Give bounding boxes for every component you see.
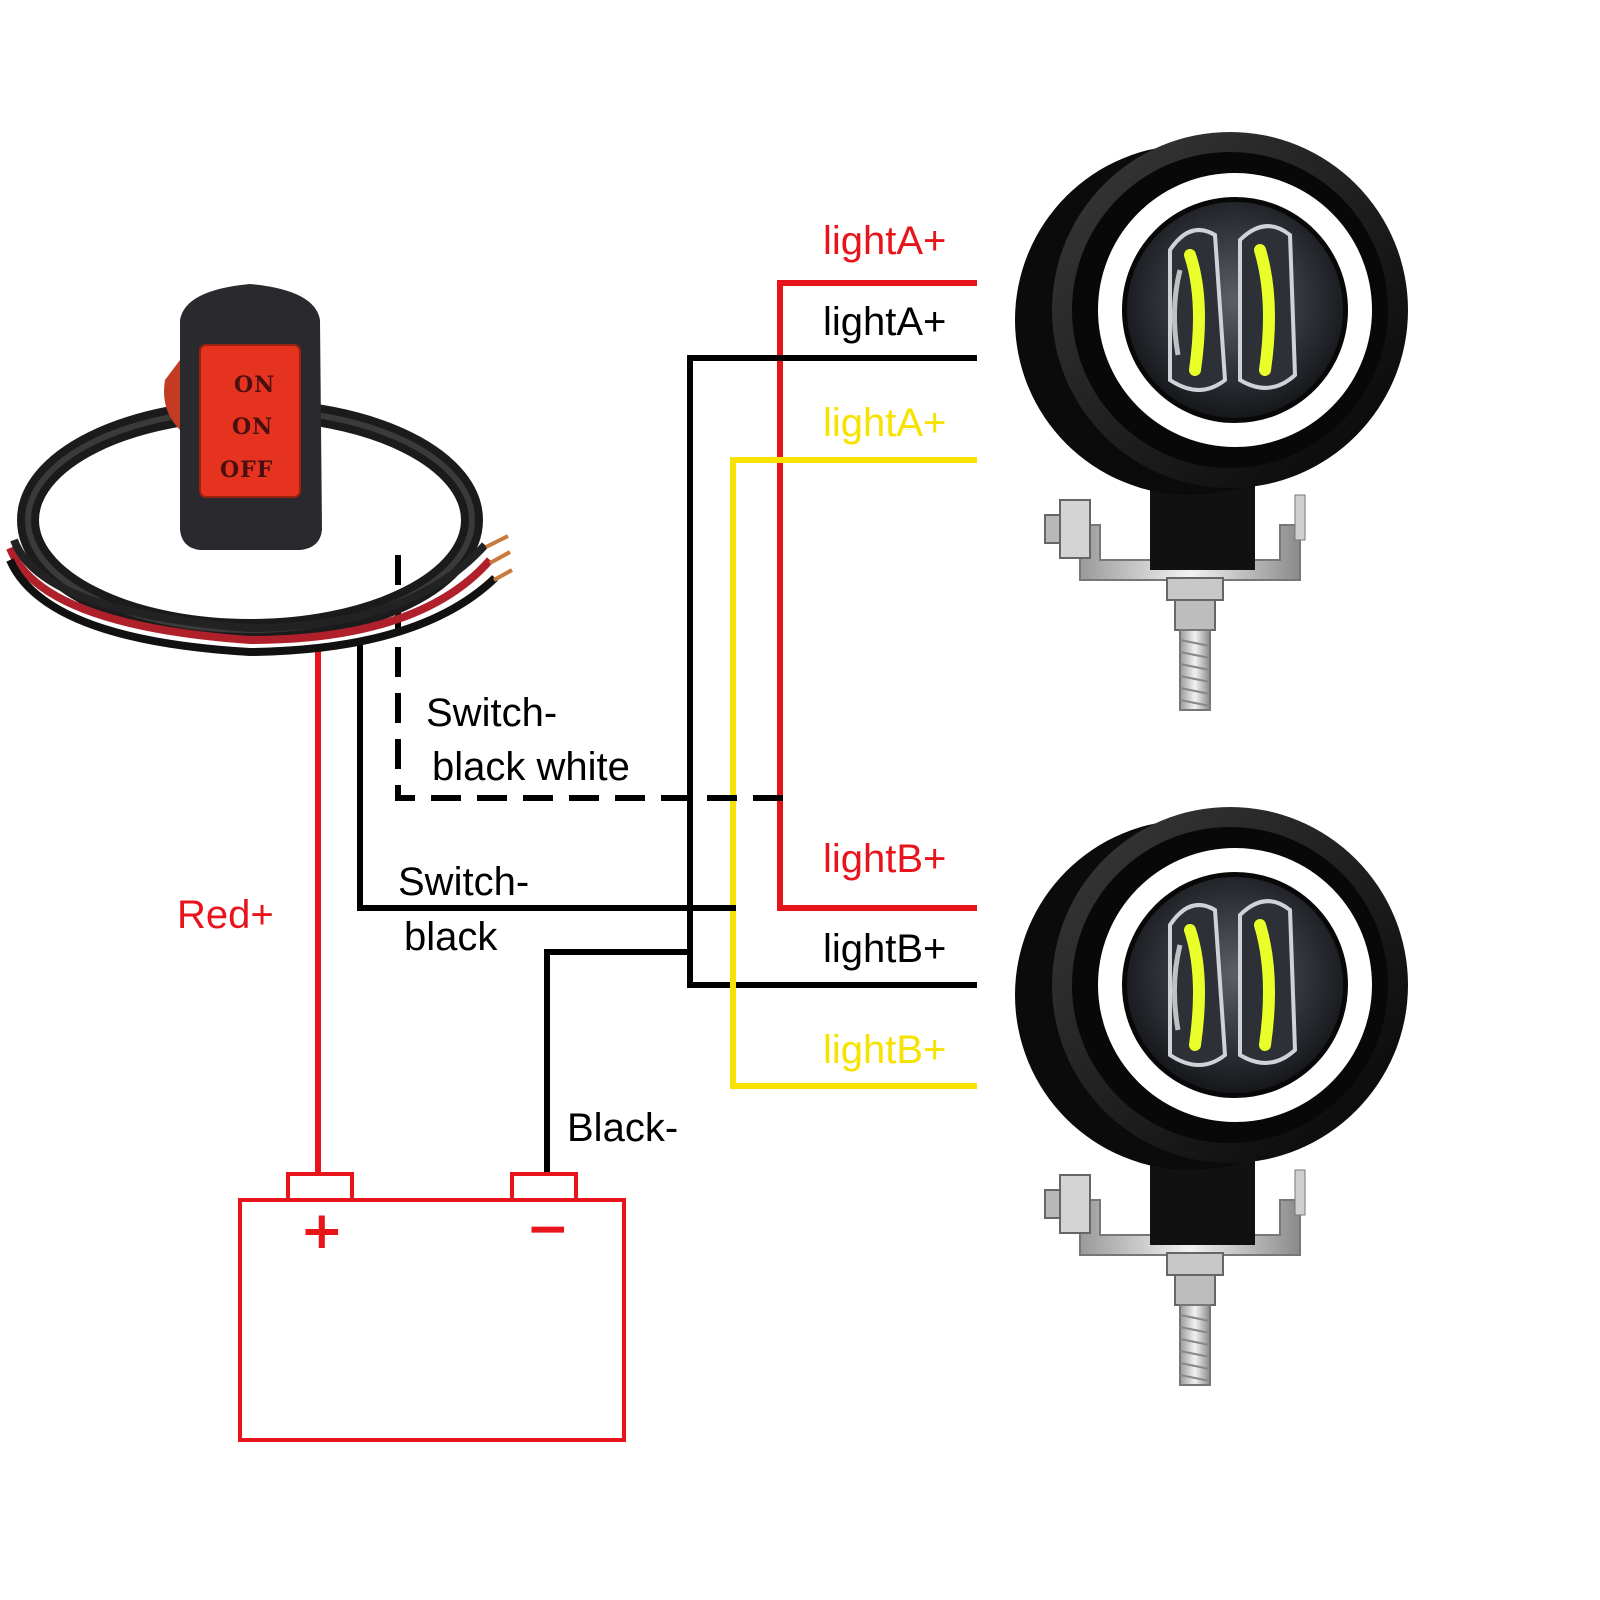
rocker-switch-icon: ON ON OFF	[6, 284, 513, 657]
battery-terminal-minus	[510, 1172, 578, 1202]
battery	[238, 1172, 626, 1442]
wire-black-lights	[687, 355, 977, 988]
battery-body	[238, 1198, 626, 1442]
led-fog-light-icon	[1015, 807, 1408, 1385]
label-switch-b-line1: Switch-	[398, 860, 529, 904]
wire-switch-black	[357, 640, 736, 911]
label-lightB-red: lightB+	[823, 837, 946, 881]
label-black-minus: Black-	[567, 1106, 678, 1150]
label-lightA-black: lightA+	[823, 300, 946, 344]
label-switch-b-line2: black	[404, 915, 498, 959]
led-fog-light-icon	[1015, 132, 1408, 710]
wire-red-lights	[777, 280, 977, 911]
label-lightB-yellow: lightB+	[823, 1028, 946, 1072]
label-lightA-red: lightA+	[823, 219, 946, 263]
label-lightA-yellow: lightA+	[823, 401, 946, 445]
battery-plus-symbol: +	[300, 1201, 344, 1261]
switch-position-1: ON	[234, 372, 275, 398]
label-red-plus: Red+	[177, 893, 274, 937]
label-switch-bw-line2: black white	[432, 745, 630, 789]
battery-terminal-plus	[286, 1172, 354, 1202]
label-switch-bw-line1: Switch-	[426, 691, 557, 735]
wire-yellow-lights	[730, 457, 977, 1089]
switch-position-2: ON	[232, 414, 273, 440]
wire-black-minus	[544, 949, 690, 1175]
battery-minus-symbol: −	[526, 1199, 570, 1259]
wires	[315, 280, 977, 1175]
wire-switch-black-white-dashed	[395, 555, 783, 801]
switch-position-3: OFF	[220, 457, 273, 483]
label-lightB-black: lightB+	[823, 927, 946, 971]
